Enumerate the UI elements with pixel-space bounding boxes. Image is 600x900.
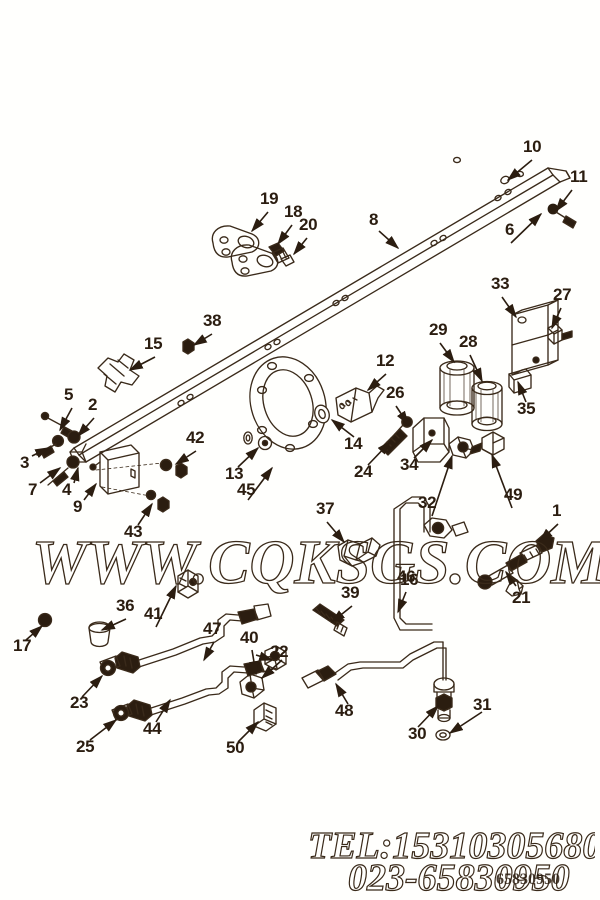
callout-35: 35 (517, 399, 536, 418)
fuel-rail (69, 156, 571, 463)
callout-40: 40 (240, 628, 259, 647)
callout-20: 20 (299, 215, 318, 234)
part-11-pin (555, 211, 577, 229)
part-32-fitting (448, 436, 475, 459)
callout-24: 24 (354, 462, 373, 481)
callout-39: 39 (341, 583, 360, 602)
part-50-connector (253, 702, 277, 732)
callout-26: 26 (386, 383, 405, 402)
callout-36: 36 (116, 596, 135, 615)
callout-8: 8 (369, 210, 379, 229)
callout-47: 47 (203, 619, 222, 638)
part-23-25-nuts (99, 659, 130, 722)
callout-13: 13 (225, 464, 244, 483)
part-14-washer (314, 404, 330, 424)
callout-37: 37 (316, 499, 335, 518)
fuel-line-16 (393, 496, 469, 631)
callout-18: 18 (284, 202, 303, 221)
flange-plate-upper (211, 225, 260, 258)
part-39-stud (312, 603, 348, 637)
callout-34: 34 (400, 455, 419, 474)
callout-32: 32 (418, 493, 437, 512)
part-29-filter (439, 360, 475, 416)
callout-41: 41 (144, 604, 163, 623)
callout-15: 15 (144, 334, 163, 353)
callout-33: 33 (491, 274, 510, 293)
callout-22: 22 (270, 642, 289, 661)
part-38-nut (182, 338, 195, 355)
callout-5: 5 (64, 385, 74, 404)
part-37-connector (337, 537, 381, 567)
callout-10: 10 (523, 137, 542, 156)
callout-21: 21 (512, 588, 531, 607)
part-20-fitting (268, 242, 295, 267)
part-12-union (335, 385, 385, 423)
callout-42: 42 (186, 428, 205, 447)
callout-46: 46 (397, 567, 416, 586)
part-1-21-union (477, 533, 555, 597)
part-15-spider (97, 353, 140, 393)
callout-3: 3 (20, 453, 30, 472)
part-17-washer (37, 612, 53, 628)
part-36-cap (88, 621, 111, 648)
part-13-45-washers (243, 431, 273, 451)
callout-45: 45 (237, 480, 256, 499)
part-41-cluster (177, 569, 199, 599)
callout-29: 29 (429, 320, 448, 339)
callout-7: 7 (28, 480, 38, 499)
part-49-fitting (469, 431, 505, 456)
part-42-43-nuts (95, 458, 188, 513)
callout-50: 50 (226, 738, 245, 757)
callout-9: 9 (73, 497, 83, 516)
callout-44: 44 (143, 719, 162, 738)
callout-6: 6 (505, 220, 515, 239)
callout-49: 49 (504, 485, 523, 504)
callout-16: 16 (400, 570, 419, 589)
callout-17: 17 (13, 636, 32, 655)
fuel-line-47 (99, 603, 272, 674)
callout-30: 30 (408, 724, 427, 743)
part-33-bracket (511, 299, 559, 376)
callout-38: 38 (203, 311, 222, 330)
callout-14: 14 (344, 434, 363, 453)
part-30-nut (435, 693, 453, 712)
callout-48: 48 (335, 701, 354, 720)
part-34-bracket (412, 417, 450, 463)
part-22-fitting (239, 673, 265, 699)
leader-lines (25, 159, 573, 743)
part-31-seal (435, 729, 451, 741)
callout-23: 23 (70, 693, 89, 712)
callout-12: 12 (376, 351, 395, 370)
callout-2: 2 (88, 395, 98, 414)
callout-27: 27 (553, 285, 572, 304)
callout-31: 31 (473, 695, 492, 714)
callout-4: 4 (62, 480, 72, 499)
part-28-filter (471, 380, 503, 432)
callout-28: 28 (459, 332, 478, 351)
callout-1: 1 (552, 501, 562, 520)
callout-19: 19 (260, 189, 279, 208)
ring-gasket (249, 356, 327, 453)
callout-43: 43 (124, 522, 143, 541)
callout-25: 25 (76, 737, 95, 756)
fuel-line-48 (301, 641, 455, 723)
callout-11: 11 (570, 167, 588, 186)
